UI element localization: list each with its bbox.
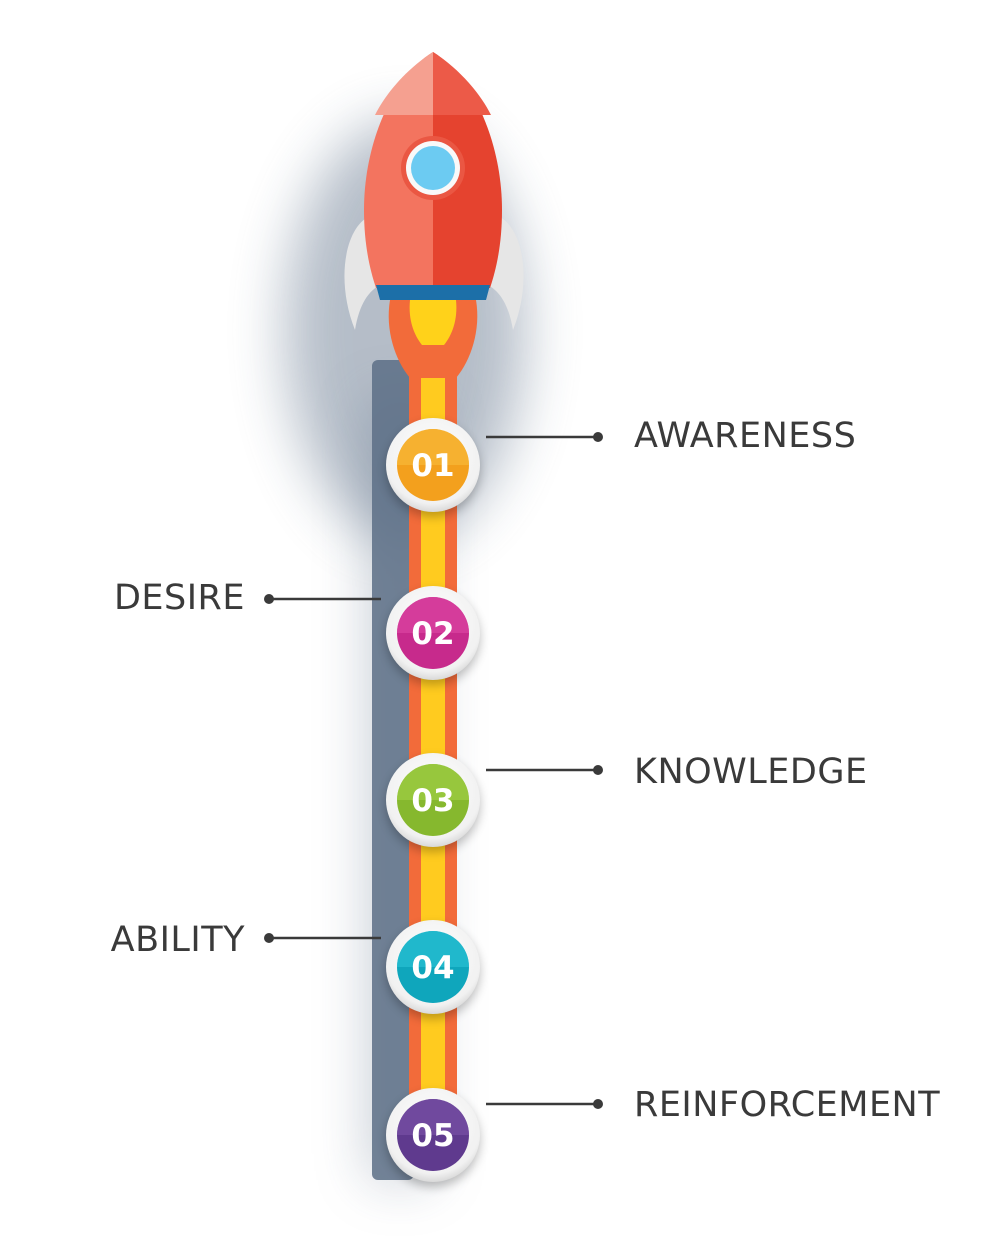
step-badge-05: 05 <box>386 1088 480 1187</box>
step-number: 04 <box>411 950 454 986</box>
connector-dot <box>264 933 274 943</box>
connector-awareness <box>486 432 603 442</box>
rocket-icon <box>344 52 524 378</box>
badge-highlight <box>397 931 469 967</box>
connector-lines <box>264 432 603 1109</box>
badge-highlight <box>397 1099 469 1135</box>
rocket-flame-inner <box>409 300 457 345</box>
step-badge-01: 01 <box>386 418 480 517</box>
connector-desire <box>264 594 381 604</box>
badge-highlight <box>397 597 469 633</box>
rocket-band <box>376 285 490 300</box>
step-number: 03 <box>411 783 454 819</box>
connector-dot <box>593 432 603 442</box>
step-badge-04: 04 <box>386 920 480 1019</box>
connector-dot <box>264 594 274 604</box>
connector-dot <box>593 765 603 775</box>
connector-knowledge <box>486 765 603 775</box>
connector-ability <box>264 933 381 943</box>
badge-highlight <box>397 429 469 465</box>
rocket-window-glass <box>411 146 455 190</box>
step-badges: 01 02 03 04 05 <box>386 418 480 1187</box>
rocket-tip-left <box>375 52 433 115</box>
step-label-knowledge: KNOWLEDGE <box>634 752 868 792</box>
step-badge-03: 03 <box>386 753 480 852</box>
connector-reinforcement <box>486 1099 603 1109</box>
step-label-awareness: AWARENESS <box>634 416 857 456</box>
step-label-reinforcement: REINFORCEMENT <box>634 1085 941 1125</box>
step-number: 01 <box>411 448 454 484</box>
connector-dot <box>593 1099 603 1109</box>
step-badge-02: 02 <box>386 586 480 685</box>
step-number: 05 <box>411 1118 454 1154</box>
step-number: 02 <box>411 616 454 652</box>
rocket-tip-right <box>433 52 491 115</box>
badge-highlight <box>397 764 469 800</box>
step-label-desire: DESIRE <box>113 578 245 618</box>
step-label-ability: ABILITY <box>110 920 245 960</box>
